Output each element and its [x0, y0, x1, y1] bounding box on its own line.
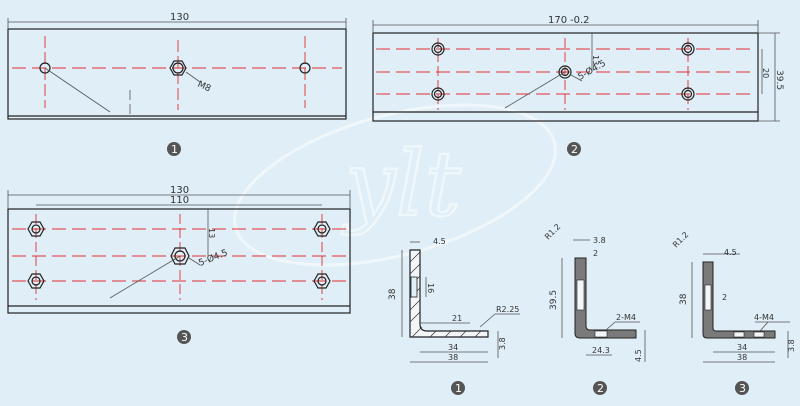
part2-height-dim1: 13 — [591, 55, 600, 65]
part3-height-dim: 13 — [207, 228, 216, 238]
part1-hole-center — [172, 62, 184, 74]
svg-text:3: 3 — [181, 331, 188, 344]
section1-base-dim2: 38 — [448, 353, 458, 362]
section3-base-dim2: 38 — [737, 353, 747, 362]
section2-angle-shape — [574, 257, 637, 339]
part1-outline — [7, 28, 347, 120]
section3-thread-note: 4-M4 — [754, 313, 774, 322]
part2-outline — [372, 32, 759, 122]
section2-radius: R1.2 — [543, 222, 562, 241]
section1-thick-dim: 3.8 — [498, 337, 507, 350]
part2-width-tolerance: -0.2 — [570, 15, 590, 26]
section3-thick-dim: 3.8 — [787, 339, 796, 352]
section3-badge: 3 — [735, 381, 749, 395]
part1-badge: 1 — [167, 142, 181, 156]
section3-base-dim1: 34 — [737, 343, 747, 352]
part1-nut — [169, 60, 187, 76]
part1-view: 130 M8 1 — [7, 12, 347, 156]
section1-slot-dim: 16 — [426, 283, 435, 293]
svg-text:1: 1 — [171, 143, 178, 156]
section2-badge: 2 — [593, 381, 607, 395]
section3-profile: R1.2 4.5 38 2 4-M4 34 38 3.8 3 — [671, 230, 796, 395]
part3-nut-center — [170, 247, 190, 265]
section3-small-dim: 2 — [722, 293, 727, 302]
svg-text:2: 2 — [571, 143, 578, 156]
part1-thread-note: M8 — [196, 80, 213, 95]
part2-width-label: 170 — [548, 15, 567, 26]
part3-outline — [7, 208, 351, 314]
section3-angle-shape — [702, 261, 776, 339]
part3-view: 130 110 5-Ø4.5 13 3 — [7, 185, 351, 344]
section2-base-dim: 24.3 — [592, 346, 610, 355]
svg-text:3: 3 — [739, 382, 746, 395]
section3-height-dim: 38 — [679, 293, 689, 305]
section2-thread-note: 2-M4 — [616, 313, 636, 322]
part3-hole-note: 5-Ø4.5 — [197, 247, 229, 269]
section1-radius: R2.25 — [496, 305, 519, 314]
watermark: ylt — [233, 103, 557, 267]
part2-badge: 2 — [567, 142, 581, 156]
part1-hole-right — [299, 62, 311, 74]
section1-angle-shape — [409, 249, 489, 338]
section2-profile: R1.2 3.8 2 39.5 2-M4 24.3 4.5 2 — [543, 222, 646, 395]
part1-hole-left — [39, 62, 51, 74]
section2-thick-dim: 4.5 — [634, 349, 643, 362]
svg-text:1: 1 — [455, 382, 462, 395]
part1-width-label: 130 — [170, 12, 189, 23]
part3-width-label: 130 — [170, 185, 189, 196]
svg-text:2: 2 — [597, 382, 604, 395]
section1-profile: 4.5 38 16 21 R2.25 34 38 3.8 1 — [388, 237, 520, 395]
section1-top-dim: 4.5 — [433, 237, 446, 246]
section3-top-dim: 4.5 — [724, 248, 737, 257]
section1-inner-dim: 21 — [452, 314, 462, 323]
watermark-text: ylt — [341, 132, 462, 237]
section1-badge: 1 — [451, 381, 465, 395]
section2-small-dim: 2 — [593, 249, 598, 258]
section1-height-dim: 38 — [388, 288, 398, 300]
part2-view: 170 -0.2 5-Ø4.5 13 20 39.5 2 — [372, 15, 784, 156]
section1-base-dim1: 34 — [448, 343, 458, 352]
part3-badge: 3 — [177, 330, 191, 344]
part3-inner-label: 110 — [170, 195, 189, 206]
section2-top-dim: 3.8 — [593, 236, 606, 245]
part2-height-dim3: 39.5 — [774, 70, 784, 90]
section3-radius: R1.2 — [671, 230, 690, 249]
section2-height-dim: 39.5 — [549, 290, 559, 310]
part2-hole-center — [558, 65, 572, 79]
part2-height-dim2: 20 — [761, 68, 770, 78]
